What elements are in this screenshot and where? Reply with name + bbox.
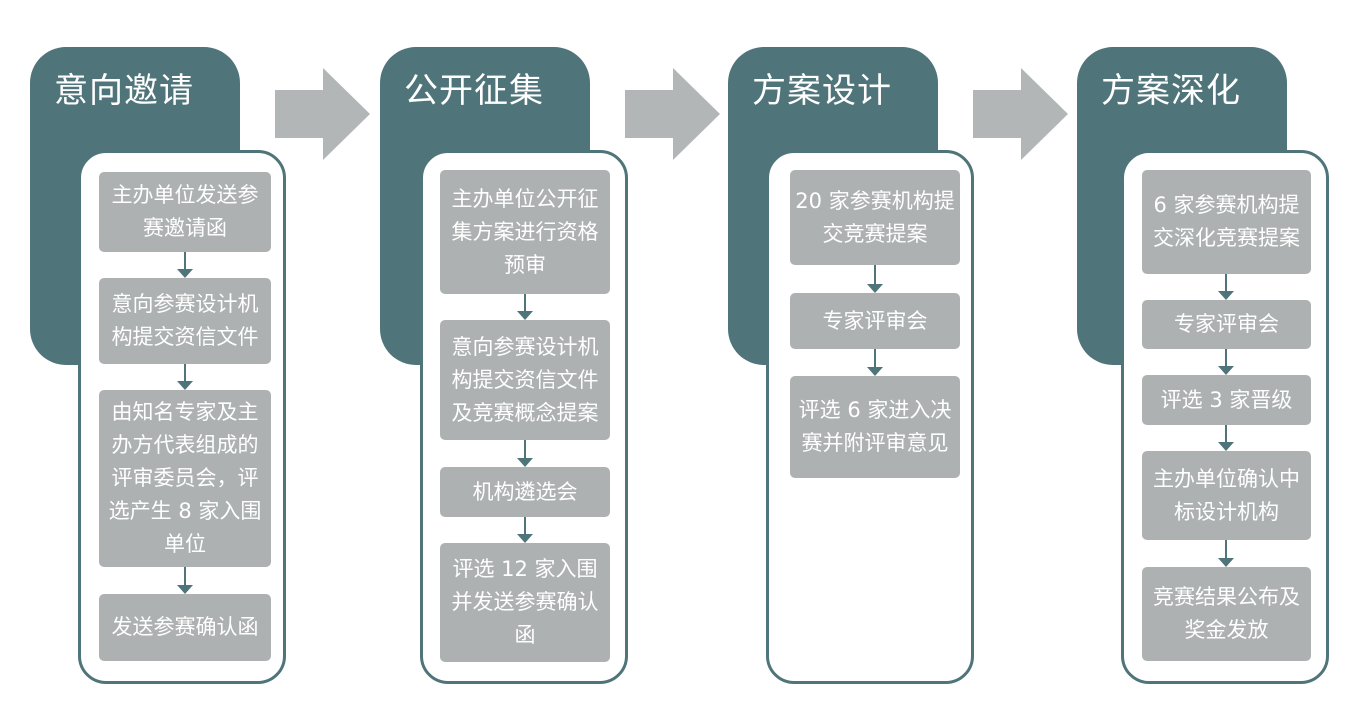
phase-3-step-1-text: 20 家参赛机构提交竞赛提案 <box>795 188 955 246</box>
phase-1-header: 意向邀请 <box>30 47 240 365</box>
phase-3-header: 方案设计 <box>728 47 938 365</box>
down-arrow-icon <box>177 567 193 594</box>
phase-3-step-3-text: 评选 6 家进入决赛并附评审意见 <box>798 398 952 455</box>
phase-3-step-1: 20 家参赛机构提交竞赛提案 <box>790 170 960 265</box>
phase-2-step-2-text: 意向参赛设计机构提交资信文件及竞赛概念提案 <box>451 334 599 425</box>
phase-1-step-3-text: 由知名专家及主办方代表组成的评审委员会，评选产生 8 家入围单位 <box>108 400 262 556</box>
phase-2-step-4: 评选 12 家入围并发送参赛确认函 <box>440 543 610 662</box>
phase-1-step-4-text: 发送参赛确认函 <box>111 615 259 639</box>
down-arrow-icon <box>517 440 533 467</box>
phase-4-step-3: 评选 3 家晋级 <box>1142 375 1311 425</box>
right-arrow-icon <box>275 68 370 160</box>
down-arrow-icon <box>517 517 533 543</box>
phase-3-card <box>766 150 974 684</box>
down-arrow-icon <box>517 294 533 320</box>
phase-3-step-2-text: 专家评审会 <box>822 308 928 333</box>
phase-1-step-2-text: 意向参赛设计机构提交资信文件 <box>111 292 259 349</box>
phase-1-step-4: 发送参赛确认函 <box>99 594 271 661</box>
phase-2-header: 公开征集 <box>380 47 590 365</box>
down-arrow-icon <box>1218 540 1234 567</box>
phase-1-step-3: 由知名专家及主办方代表组成的评审委员会，评选产生 8 家入围单位 <box>99 390 271 567</box>
down-arrow-icon <box>867 349 883 376</box>
phase-4-title: 方案深化 <box>1101 71 1241 111</box>
phase-2-step-2: 意向参赛设计机构提交资信文件及竞赛概念提案 <box>440 320 610 440</box>
phase-4-step-4: 主办单位确认中标设计机构 <box>1142 451 1311 540</box>
right-arrow-icon <box>973 68 1068 160</box>
phase-2-step-1-text: 主办单位公开征集方案进行资格预审 <box>451 186 599 277</box>
down-arrow-icon <box>867 265 883 293</box>
phase-4-card <box>1121 150 1329 684</box>
down-arrow-icon <box>177 364 193 390</box>
phase-2-step-1: 主办单位公开征集方案进行资格预审 <box>440 170 610 294</box>
phase-4-step-5-text: 竞赛结果公布及奖金发放 <box>1153 585 1300 642</box>
phase-1-step-2: 意向参赛设计机构提交资信文件 <box>99 278 271 364</box>
phase-3-step-2: 专家评审会 <box>790 293 960 349</box>
phase-4-step-5: 竞赛结果公布及奖金发放 <box>1142 567 1311 661</box>
phase-4-step-1-text: 6 家参赛机构提交深化竞赛提案 <box>1153 193 1300 250</box>
phase-1-card <box>78 150 286 684</box>
phase-3-title: 方案设计 <box>752 71 892 111</box>
phase-2-step-3-text: 机构遴选会 <box>472 479 578 504</box>
phase-4-step-2: 专家评审会 <box>1142 300 1311 349</box>
phase-4-step-4-text: 主办单位确认中标设计机构 <box>1153 466 1300 524</box>
phase-3-step-3: 评选 6 家进入决赛并附评审意见 <box>790 376 960 478</box>
down-arrow-icon <box>177 252 193 278</box>
phase-2-step-4-text: 评选 12 家入围并发送参赛确认函 <box>451 557 599 647</box>
phase-4-step-3-text: 评选 3 家晋级 <box>1160 387 1293 412</box>
phase-2-card <box>420 150 628 684</box>
phase-2-title: 公开征集 <box>404 71 544 111</box>
phase-1-step-1: 主办单位发送参赛邀请函 <box>99 172 271 252</box>
phase-1-step-1-text: 主办单位发送参赛邀请函 <box>111 183 259 240</box>
down-arrow-icon <box>1218 349 1234 375</box>
phase-1-title: 意向邀请 <box>54 71 194 111</box>
down-arrow-icon <box>1218 274 1234 300</box>
phase-2-step-3: 机构遴选会 <box>440 467 610 517</box>
down-arrow-icon <box>1218 425 1234 451</box>
phase-4-header: 方案深化 <box>1077 47 1287 365</box>
right-arrow-icon <box>625 68 720 160</box>
phase-4-step-1: 6 家参赛机构提交深化竞赛提案 <box>1142 170 1311 274</box>
phase-4-step-2-text: 专家评审会 <box>1174 312 1279 336</box>
